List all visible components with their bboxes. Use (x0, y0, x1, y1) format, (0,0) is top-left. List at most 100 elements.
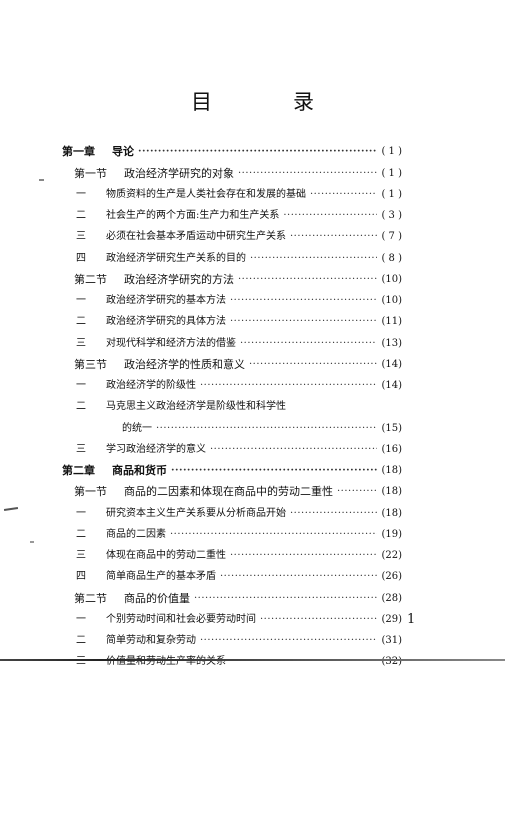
toc-page: ( 1 ) (381, 146, 402, 158)
toc-item-continuation[interactable]: 的统一 (15) (62, 413, 402, 434)
dot-leader (156, 421, 377, 433)
toc-label: 政治经济学的性质和意义 (124, 357, 245, 371)
toc-label: 的统一 (122, 422, 152, 434)
toc-label: 商品和货币 (112, 464, 167, 477)
toc-number: 三 (76, 231, 86, 243)
toc-number: 二 (76, 635, 86, 646)
toc-page: (10) (381, 273, 402, 285)
dot-leader (230, 314, 377, 326)
toc-number: 二 (76, 528, 86, 540)
toc-number: 一 (76, 613, 86, 625)
toc-page: (18) (381, 465, 402, 476)
toc-chapter-1[interactable]: 第一章 导论 ( 1 ) (62, 137, 402, 158)
toc-label: 政治经济学研究的方法 (124, 272, 234, 286)
toc-item[interactable]: 一 政治经济学的阶级性 (14) (62, 371, 402, 392)
toc-item[interactable]: 三 必须在社会基本矛盾运动中研究生产关系 ( 7 ) (62, 222, 402, 243)
toc-label: 政治经济学研究的基本方法 (106, 295, 226, 306)
toc-item[interactable]: 一 物质资料的生产是人类社会存在和发展的基础 ( 1 ) (62, 180, 402, 201)
dot-leader (230, 293, 377, 305)
toc-number: 第一节 (74, 485, 107, 499)
toc-label: 学习政治经济学的意义 (106, 443, 206, 455)
toc-number: 二 (76, 316, 86, 328)
toc-page: (22) (381, 550, 402, 561)
toc-number: 一 (76, 507, 86, 519)
toc-page: (11) (381, 316, 402, 328)
toc-item[interactable]: 三 体现在商品中的劳动二重性 (22) (62, 541, 402, 562)
table-of-contents: 第一章 导论 ( 1 ) 第一节 政治经济学研究的对象 ( 1 ) 一 物质资料… (62, 137, 402, 668)
toc-item[interactable]: 一 研究资本主义生产关系要从分析商品开始 (18) (62, 498, 402, 519)
toc-number: 第二节 (74, 591, 107, 605)
toc-label: 社会生产的两个方面:生产力和生产关系 (106, 210, 280, 221)
toc-item[interactable]: 二 马克思主义政治经济学是阶级性和科学性 (62, 392, 402, 413)
dot-leader (194, 591, 377, 603)
toc-label: 体现在商品中的劳动二重性 (106, 550, 226, 561)
toc-number: 三 (76, 443, 86, 455)
toc-number: 第一章 (62, 145, 95, 159)
toc-page: ( 3 ) (381, 210, 402, 221)
toc-number: 第二章 (62, 464, 95, 477)
toc-label: 商品的价值量 (124, 591, 190, 605)
toc-page: (13) (381, 337, 402, 349)
toc-label: 研究资本主义生产关系要从分析商品开始 (106, 507, 286, 519)
toc-page: ( 7 ) (381, 231, 402, 243)
toc-number: 一 (76, 380, 86, 391)
toc-section-1-3[interactable]: 第三节 政治经济学的性质和意义 (14) (62, 350, 402, 371)
toc-page: (26) (381, 571, 402, 583)
dot-leader (337, 484, 377, 496)
toc-item[interactable]: 三 对现代科学和经济方法的借鉴 (13) (62, 328, 402, 349)
toc-item[interactable]: 一 政治经济学研究的基本方法 (10) (62, 286, 402, 307)
toc-item[interactable]: 二 社会生产的两个方面:生产力和生产关系 ( 3 ) (62, 201, 402, 222)
dot-leader (238, 272, 377, 284)
toc-item[interactable]: 一 个别劳动时间和社会必要劳动时间 (29) (62, 605, 402, 626)
dot-leader (200, 378, 377, 390)
dot-leader (240, 336, 377, 348)
toc-label: 必须在社会基本矛盾运动中研究生产关系 (106, 231, 286, 243)
page-number: 1 (407, 612, 416, 627)
dot-leader (210, 442, 377, 454)
toc-number: 四 (76, 571, 86, 583)
toc-item[interactable]: 二 商品的二因素 (19) (62, 520, 402, 541)
toc-label: 马克思主义政治经济学是阶级性和科学性 (106, 401, 286, 413)
toc-item[interactable]: 三 学习政治经济学的意义 (16) (62, 435, 402, 456)
toc-section-2-2[interactable]: 第二节 商品的价值量 (28) (62, 583, 402, 605)
toc-item[interactable]: 四 简单商品生产的基本矛盾 (26) (62, 562, 402, 583)
dot-leader (250, 251, 377, 263)
page-title: 目 录 (191, 90, 344, 114)
toc-number: 二 (76, 401, 86, 413)
toc-number: 一 (76, 295, 86, 306)
dot-leader (138, 144, 377, 156)
dot-leader (290, 229, 377, 241)
toc-section-1-2[interactable]: 第二节 政治经济学研究的方法 (10) (62, 265, 402, 286)
toc-page: (18) (381, 507, 402, 519)
scan-edge-line (0, 659, 505, 661)
dot-leader (170, 527, 377, 539)
toc-label: 导论 (112, 145, 134, 159)
toc-item[interactable]: 三 价值量和劳动生产率的关系 (32) (62, 647, 402, 668)
toc-label: 简单劳动和复杂劳动 (106, 635, 196, 646)
toc-page: (31) (381, 635, 402, 646)
toc-section-1-1[interactable]: 第一节 政治经济学研究的对象 ( 1 ) (62, 158, 402, 180)
toc-page: ( 1 ) (381, 188, 402, 200)
toc-number: 二 (76, 210, 86, 221)
toc-page: (14) (381, 358, 402, 370)
dot-leader (283, 208, 377, 220)
toc-label: 商品的二因素和体现在商品中的劳动二重性 (124, 485, 333, 499)
toc-page: (32) (381, 656, 402, 668)
toc-page: ( 8 ) (381, 252, 402, 264)
toc-label: 简单商品生产的基本矛盾 (106, 571, 216, 583)
toc-item[interactable]: 二 简单劳动和复杂劳动 (31) (62, 626, 402, 647)
toc-label: 政治经济学的阶级性 (106, 380, 196, 391)
toc-item[interactable]: 二 政治经济学研究的具体方法 (11) (62, 307, 402, 328)
toc-number: 三 (76, 337, 86, 349)
dot-leader (260, 612, 377, 624)
toc-number: 四 (76, 252, 86, 264)
dot-leader (249, 357, 377, 369)
toc-page: (28) (381, 592, 402, 604)
toc-chapter-2[interactable]: 第二章 商品和货币 (18) (62, 456, 402, 477)
dot-leader (171, 463, 377, 475)
toc-page: (18) (381, 486, 402, 498)
toc-page: (14) (381, 380, 402, 391)
toc-item[interactable]: 四 政治经济学研究生产关系的目的 ( 8 ) (62, 243, 402, 264)
toc-section-2-1[interactable]: 第一节 商品的二因素和体现在商品中的劳动二重性 (18) (62, 477, 402, 498)
dot-leader (310, 187, 377, 199)
